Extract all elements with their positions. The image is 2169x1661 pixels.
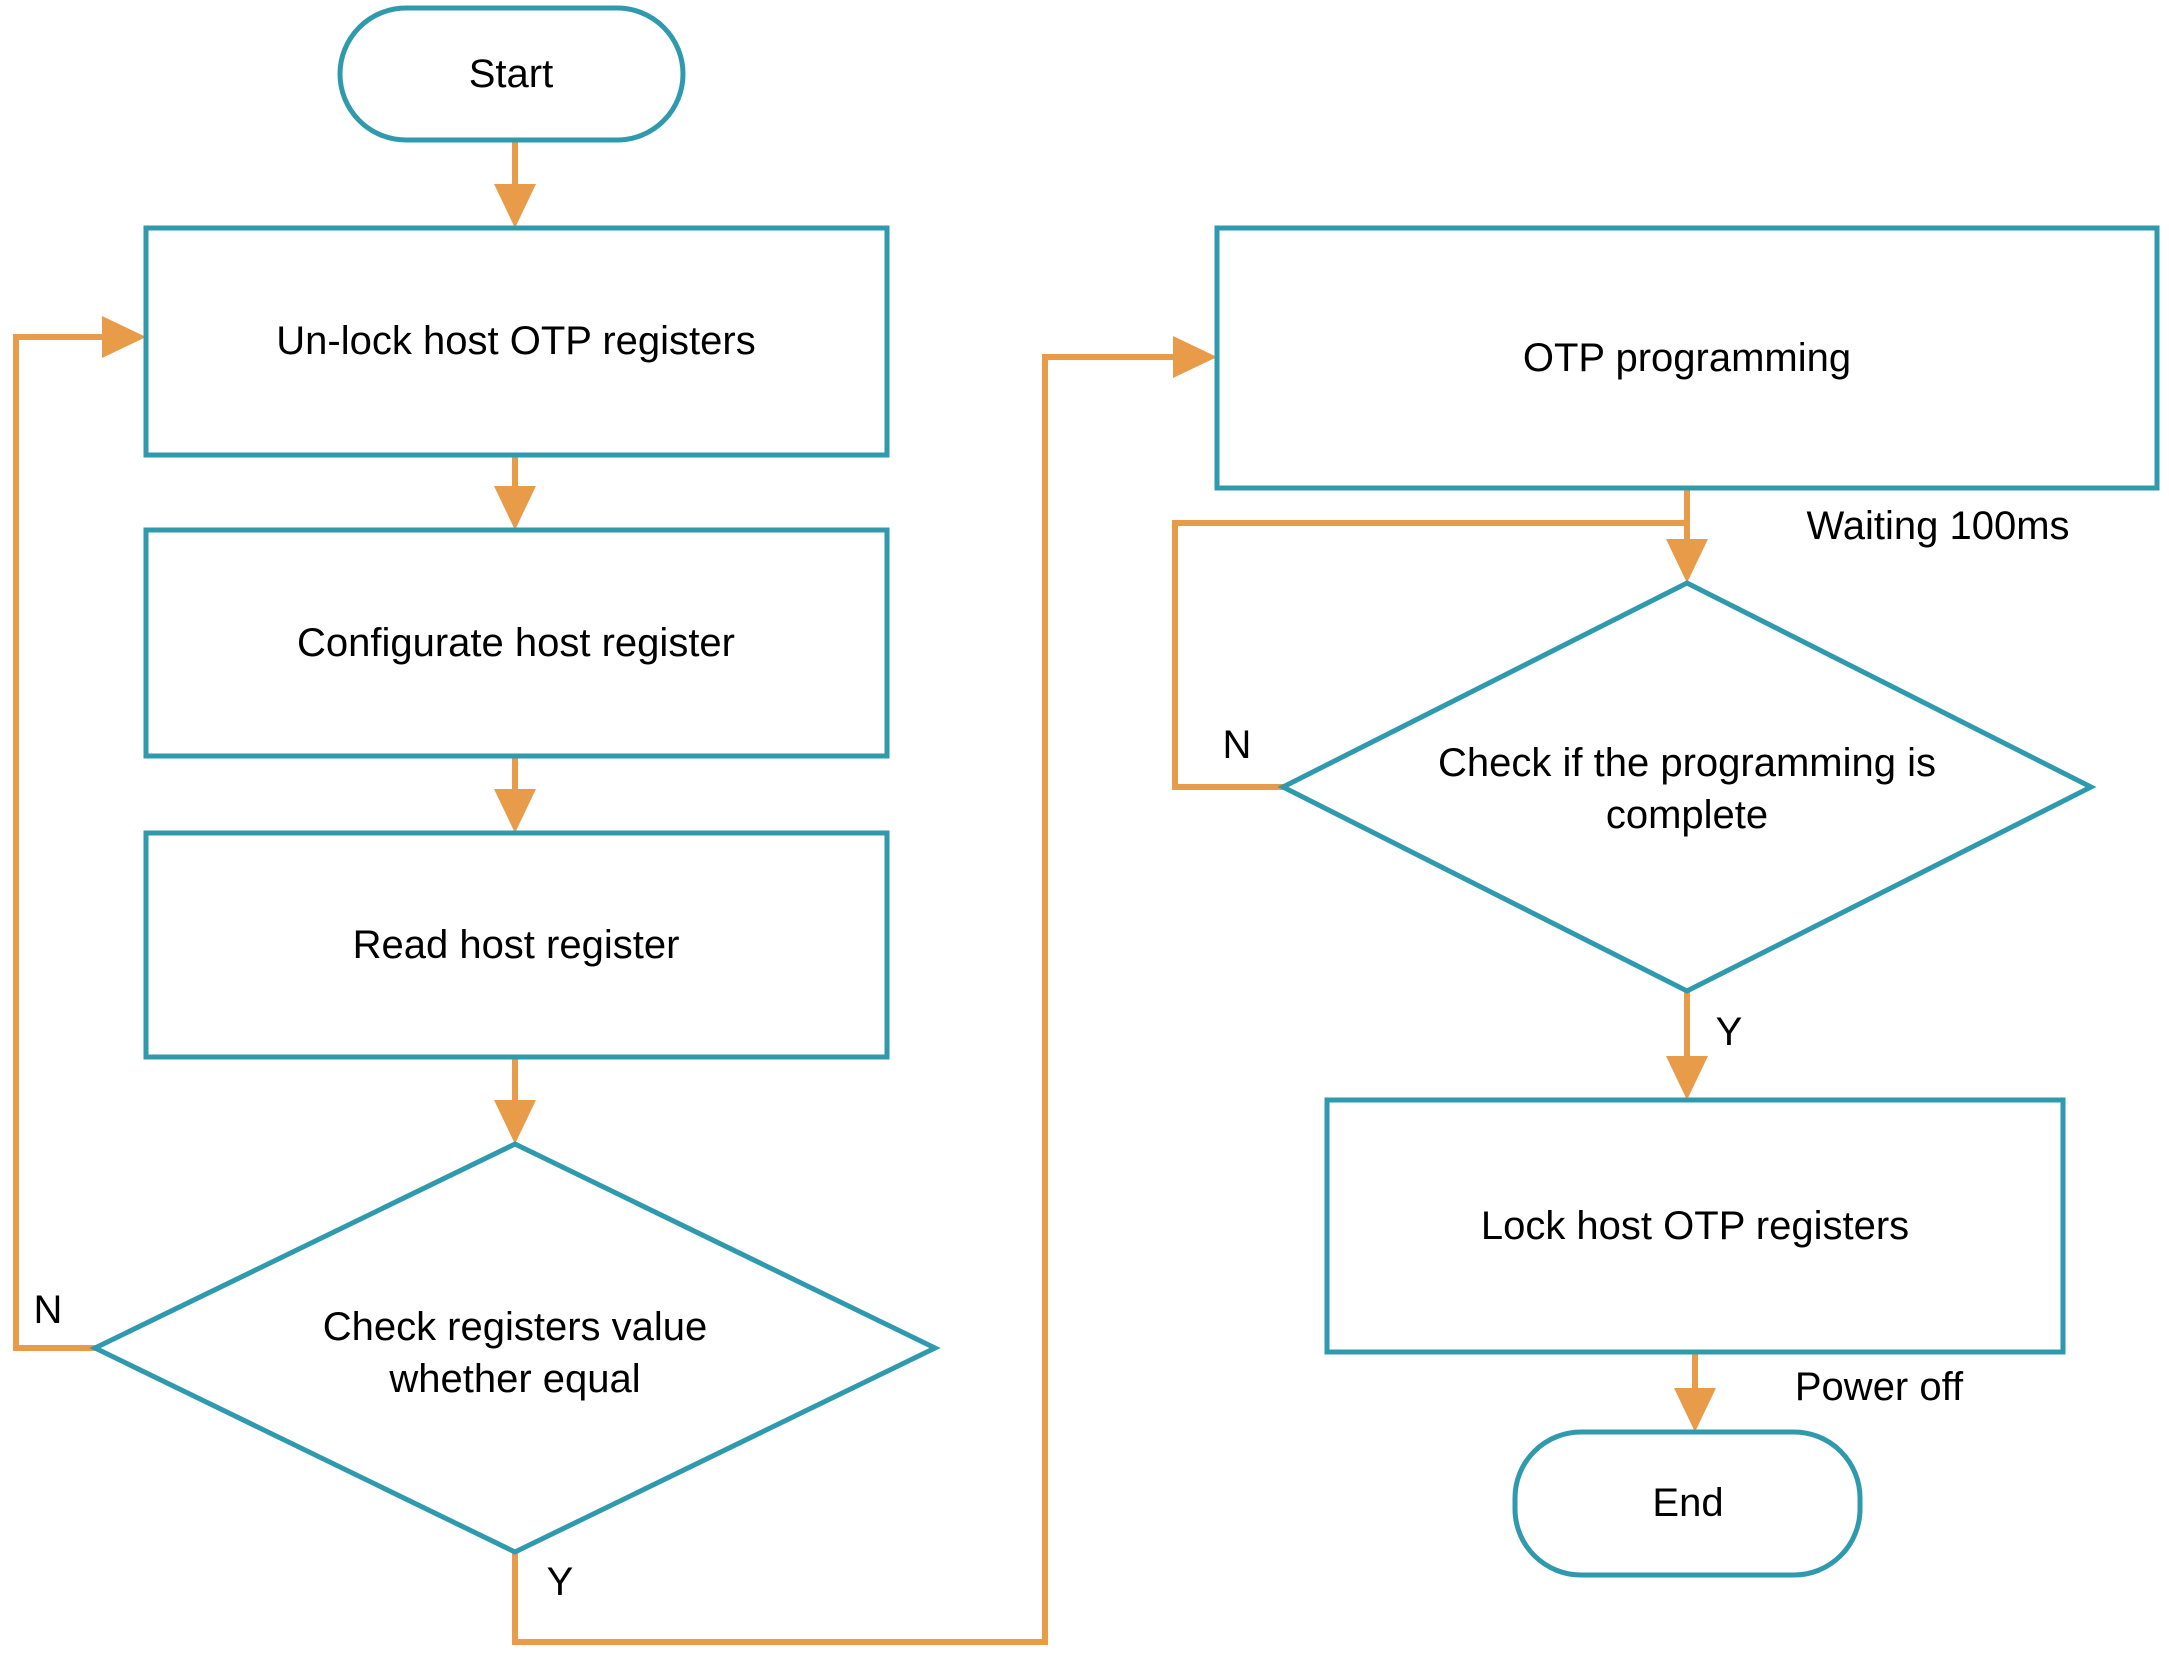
arrowhead-configure-to-read-icon (494, 789, 536, 833)
start-node-label: Start (469, 52, 553, 96)
check-programming-n-label: N (1223, 723, 1252, 767)
power-off-label: Power off (1795, 1365, 1964, 1409)
unlock-node-label: Un-lock host OTP registers (276, 319, 755, 363)
check-registers-label-line2: whether equal (388, 1357, 640, 1401)
check-registers-decision-node (89, 1141, 941, 1555)
arrowhead-start-to-unlock-icon (494, 184, 536, 228)
edge-check-registers-y-to-otp (512, 354, 1177, 1645)
check-programming-label-line1: Check if the programming is (1438, 741, 1936, 785)
read-node-label: Read host register (353, 923, 680, 967)
check-registers-n-label: N (34, 1288, 63, 1332)
arrowhead-unlock-to-configure-icon (494, 486, 536, 530)
unlock-node (143, 225, 890, 458)
arrowhead-otp-to-check-programming-icon (1666, 539, 1708, 583)
check-registers-label-line1: Check registers value (323, 1305, 708, 1349)
configure-node-label: Configurate host register (297, 621, 735, 665)
configure-node (143, 527, 890, 759)
check-programming-y-label: Y (1716, 1010, 1743, 1054)
waiting-100ms-label: Waiting 100ms (1806, 504, 2069, 548)
otp-programming-node (1214, 225, 2160, 491)
arrowhead-y-to-otp-icon (1173, 336, 1217, 378)
start-node (337, 5, 686, 143)
edge-check-registers-n-loop (13, 334, 106, 1351)
arrowhead-read-to-check-registers-icon (494, 1100, 536, 1144)
arrowhead-lock-to-end-icon (1674, 1388, 1716, 1432)
check-programming-decision-node (1277, 580, 2097, 994)
end-node (1512, 1429, 1863, 1578)
check-registers-y-label: Y (547, 1560, 574, 1604)
check-programming-label-line2: complete (1606, 793, 1768, 837)
otp-programming-node-label: OTP programming (1523, 336, 1851, 380)
edge-check-programming-n-loop (1172, 520, 1687, 790)
read-node (143, 830, 890, 1060)
lock-node (1324, 1097, 2066, 1355)
lock-node-label: Lock host OTP registers (1481, 1204, 1909, 1248)
arrowhead-n-loop-to-unlock-icon (102, 316, 146, 358)
arrowhead-y-to-lock-icon (1666, 1056, 1708, 1100)
end-node-label: End (1652, 1481, 1723, 1525)
